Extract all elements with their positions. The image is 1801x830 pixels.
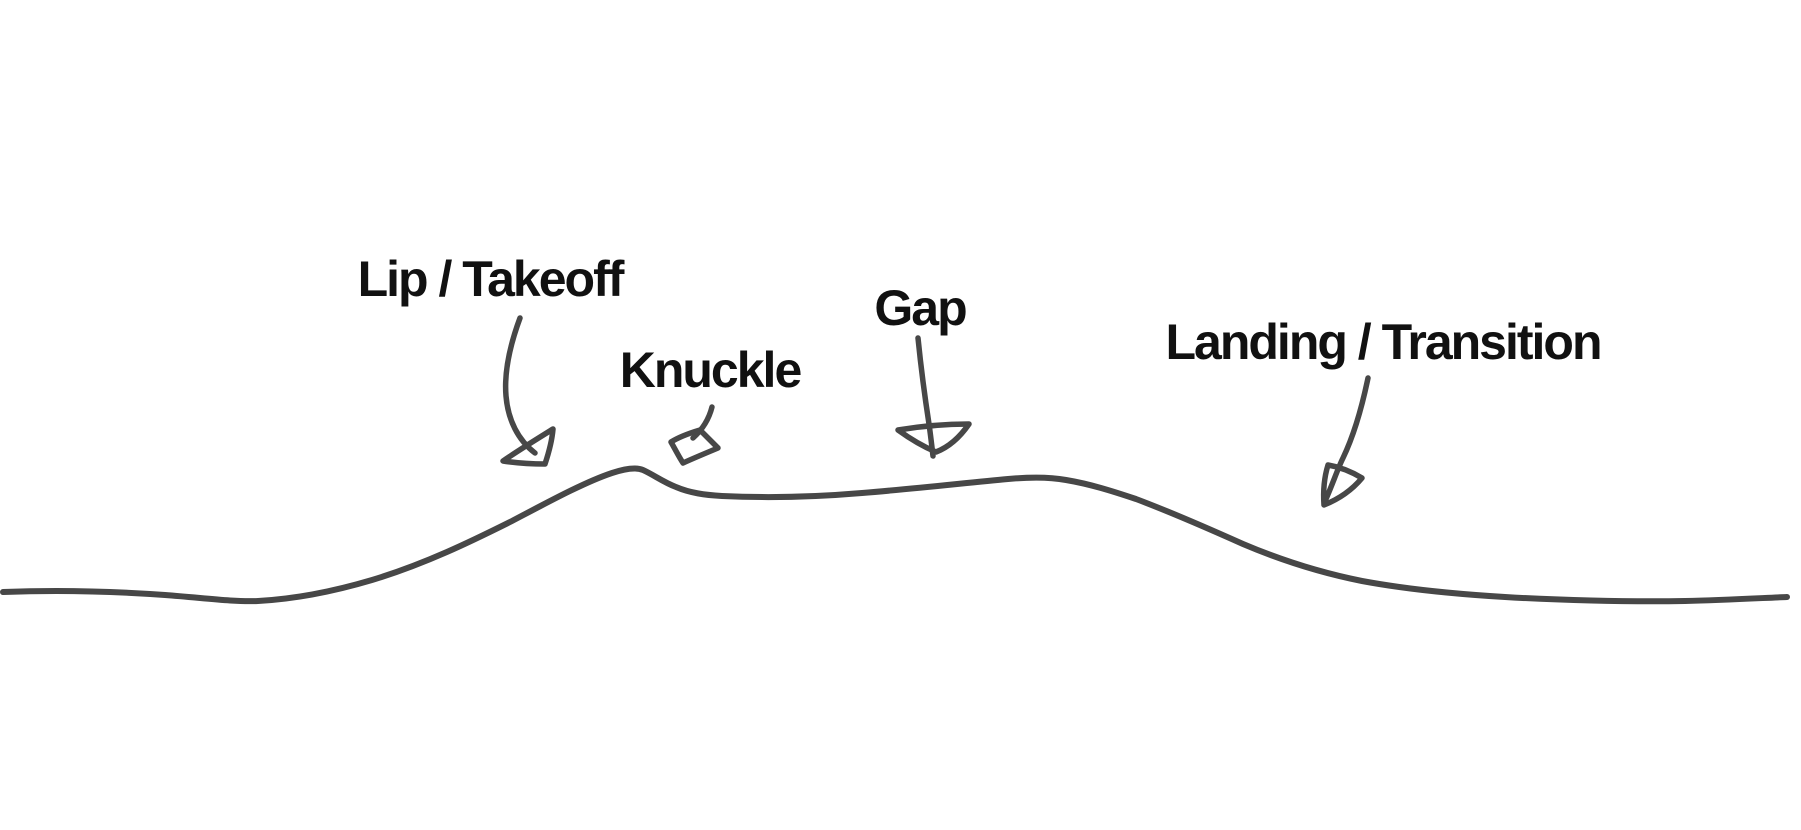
label-landing-transition: Landing / Transition bbox=[1165, 314, 1603, 370]
label-knuckle: Knuckle bbox=[619, 342, 803, 398]
gap-arrow-icon bbox=[895, 335, 972, 459]
terrain-profile-line bbox=[0, 465, 1790, 605]
label-lip-takeoff: Lip / Takeoff bbox=[357, 251, 625, 307]
lip-takeoff-arrow-icon bbox=[500, 315, 556, 467]
landing-transition-arrow-icon bbox=[1320, 375, 1371, 508]
label-gap: Gap bbox=[874, 280, 967, 336]
knuckle-arrow-icon bbox=[668, 404, 721, 466]
